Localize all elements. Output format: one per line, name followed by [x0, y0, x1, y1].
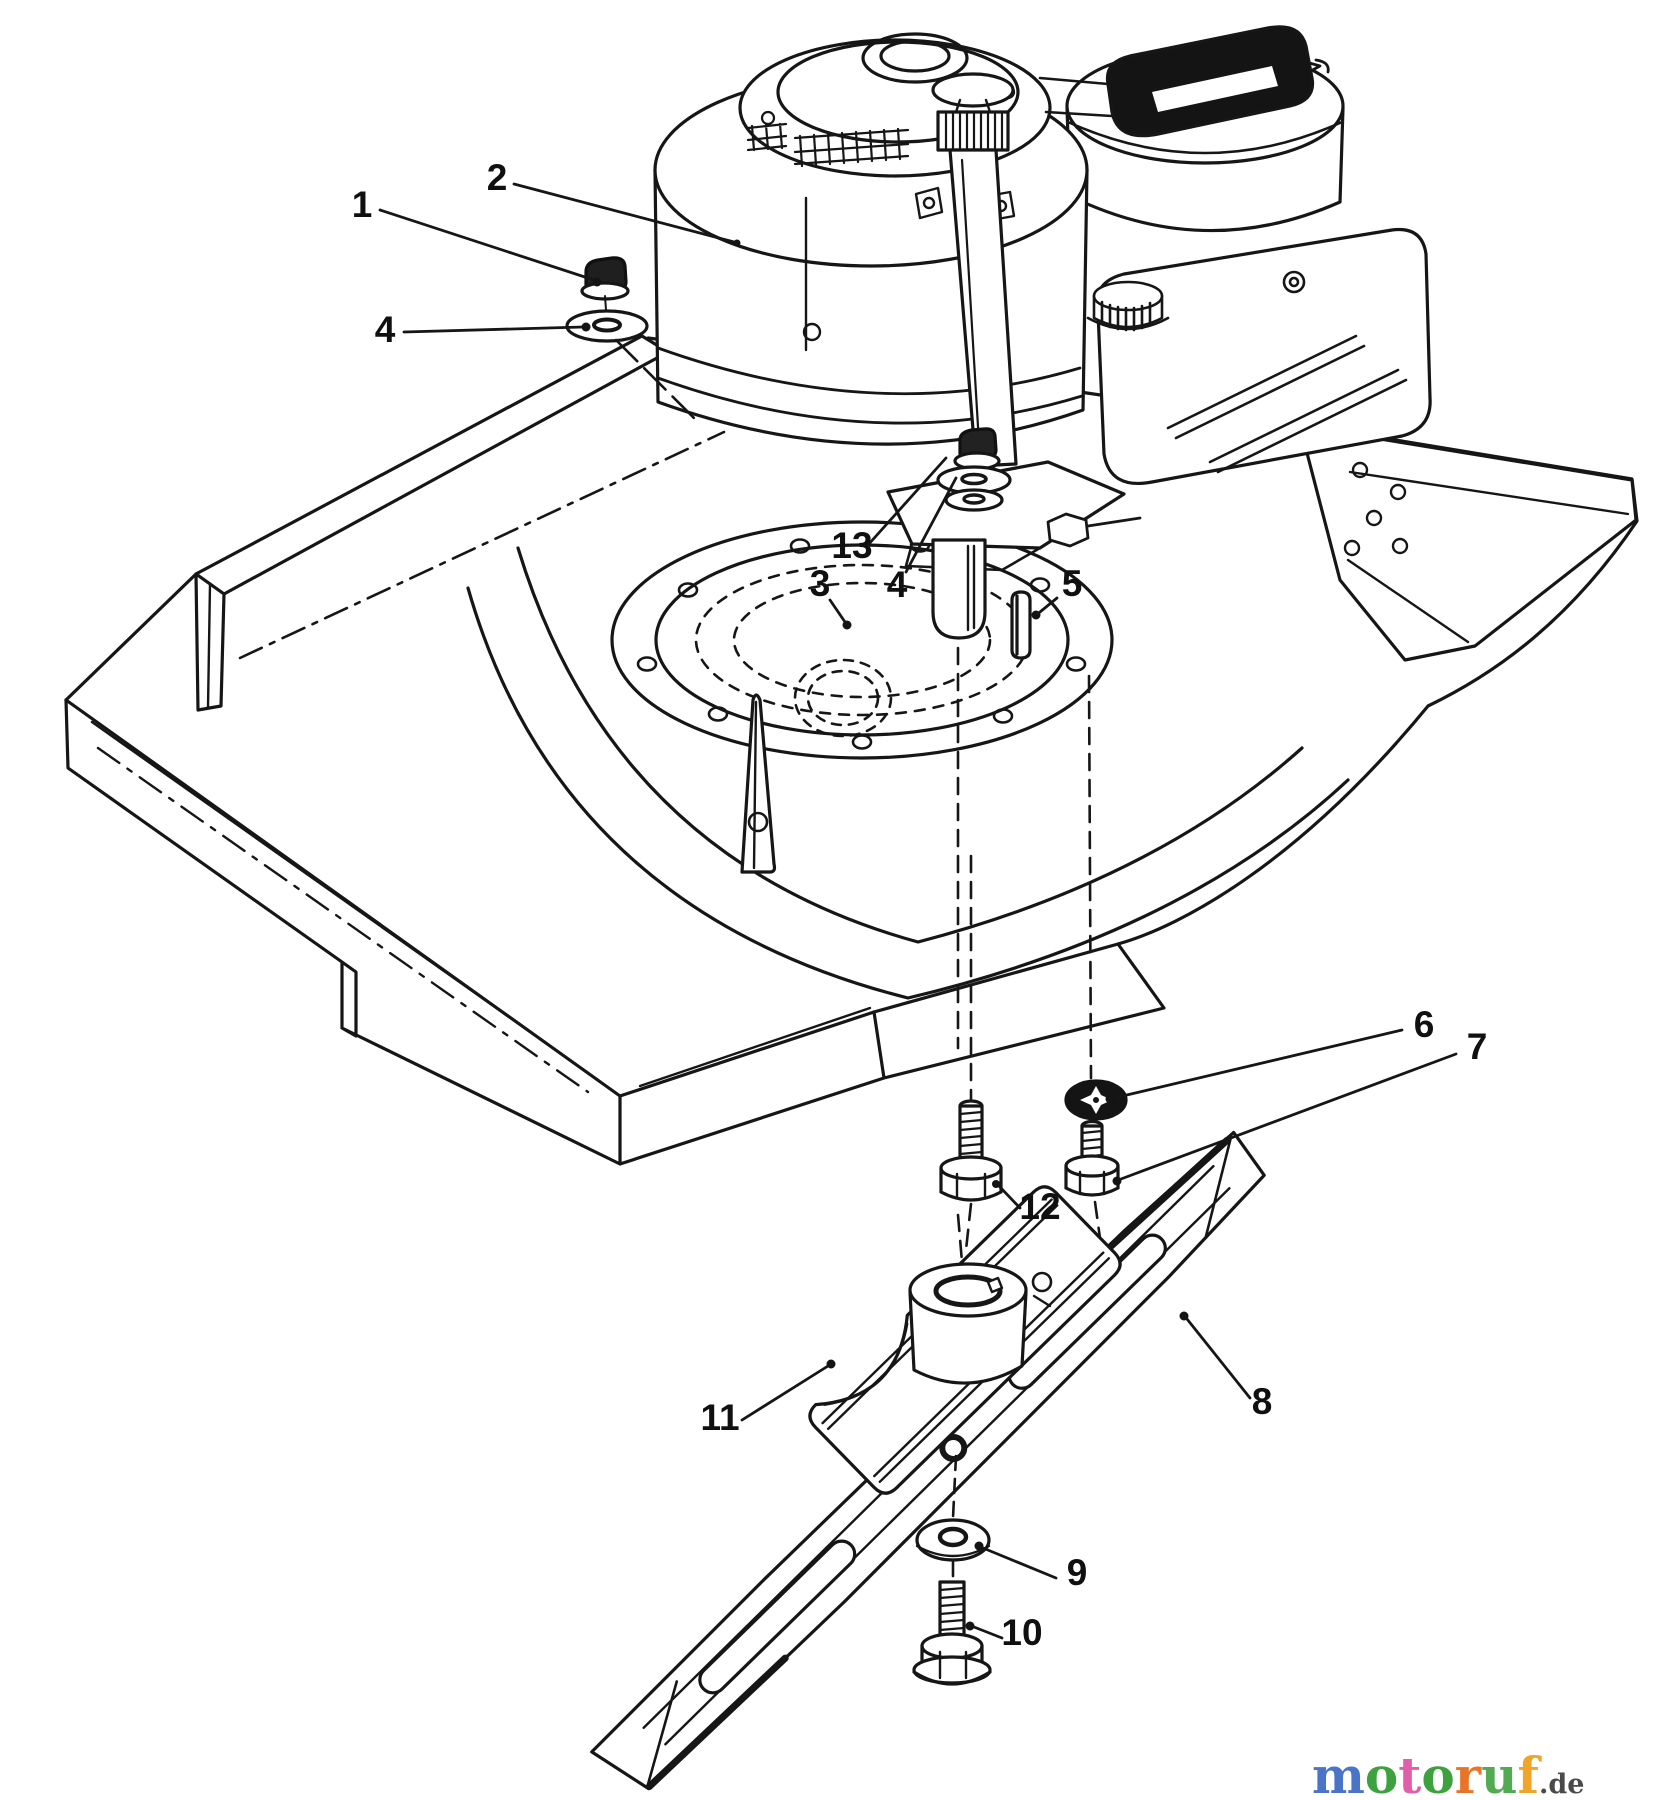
fuel-cap [1086, 270, 1306, 332]
deck-rolled-edge [90, 720, 872, 1088]
callout-label-2: 2 [487, 157, 508, 198]
bolt-7 [1064, 1119, 1120, 1197]
callout-label-4-center: 4 [887, 564, 908, 605]
nut-1 [580, 256, 630, 311]
watermark-letter: r [1455, 1746, 1482, 1800]
vent-grid [746, 122, 910, 168]
handle-bracket-right [1298, 424, 1638, 662]
recoil-starter [738, 32, 1052, 178]
blade-cutting-edges [645, 1136, 1231, 1791]
washer-4-upper [565, 309, 649, 343]
fuel-tank [1095, 227, 1432, 485]
centerline-lower [951, 1454, 958, 1582]
woodruff-key-5 [1010, 590, 1032, 660]
crank-nut-13 [953, 427, 1001, 471]
watermark-letter: o [1365, 1746, 1398, 1800]
callout-label-3: 3 [810, 563, 831, 604]
shroud-band [656, 346, 1084, 425]
watermark-letter: t [1398, 1746, 1421, 1800]
dipstick-tube [931, 72, 1018, 468]
callout-label-6: 6 [1414, 1004, 1435, 1045]
handle-bracket-left [194, 334, 670, 712]
hub-pin [1031, 1271, 1053, 1293]
hub-keyway [986, 1276, 1004, 1294]
watermark-letter: u [1481, 1746, 1517, 1800]
star-washer-6 [1064, 1079, 1128, 1121]
callout-label-5: 5 [1062, 563, 1083, 604]
blade-outline [590, 1130, 1266, 1791]
flange-bolt [1046, 512, 1142, 548]
watermark-logo: motoruf.de [1312, 1746, 1584, 1800]
deck-skirt [64, 698, 1166, 1166]
shroud-screw [802, 322, 822, 342]
blade-slot-1 [698, 1539, 857, 1695]
callout-label-8: 8 [1252, 1381, 1273, 1422]
bolt-10 [912, 1580, 992, 1686]
mower-deck [64, 334, 1639, 1166]
callout-label-7: 7 [1467, 1026, 1488, 1067]
deck-bowl-arc-inner [516, 546, 1304, 944]
callout-label-9: 9 [1067, 1552, 1088, 1593]
washer-alignment-line [614, 338, 702, 426]
gusset-screw [747, 811, 769, 833]
bolt-12 [939, 1099, 1003, 1202]
gusset-fold-line [752, 700, 758, 870]
callout-label-12: 12 [1019, 1186, 1060, 1227]
washer-9 [915, 1518, 991, 1562]
callout-label-11: 11 [700, 1397, 739, 1438]
watermark-letter: f [1517, 1746, 1542, 1800]
callout-label-1: 1 [352, 184, 373, 225]
callout-label-13: 13 [831, 525, 872, 566]
crank-washers-4 [936, 465, 1012, 512]
deck-crease-line [238, 430, 726, 660]
crankshaft-keyway [966, 544, 976, 632]
deck-skirt-crease [96, 746, 590, 1094]
leader-lines [378, 182, 1458, 1640]
blade-adapter-hub [908, 1262, 1053, 1385]
dipstick-knob [931, 72, 1015, 108]
watermark-suffix: .de [1539, 1769, 1584, 1800]
deck-outline [64, 336, 1639, 1098]
starter-handle [1038, 25, 1315, 138]
blade [590, 1130, 1266, 1791]
deck-bowl-arc-outer [466, 586, 1350, 1000]
crankshaft [931, 538, 987, 640]
callout-label-10: 10 [1001, 1612, 1042, 1653]
watermark-letter: m [1312, 1746, 1365, 1800]
watermark-letter: o [1421, 1746, 1454, 1800]
engine [653, 25, 1432, 660]
callout-label-4-upper: 4 [375, 309, 396, 350]
